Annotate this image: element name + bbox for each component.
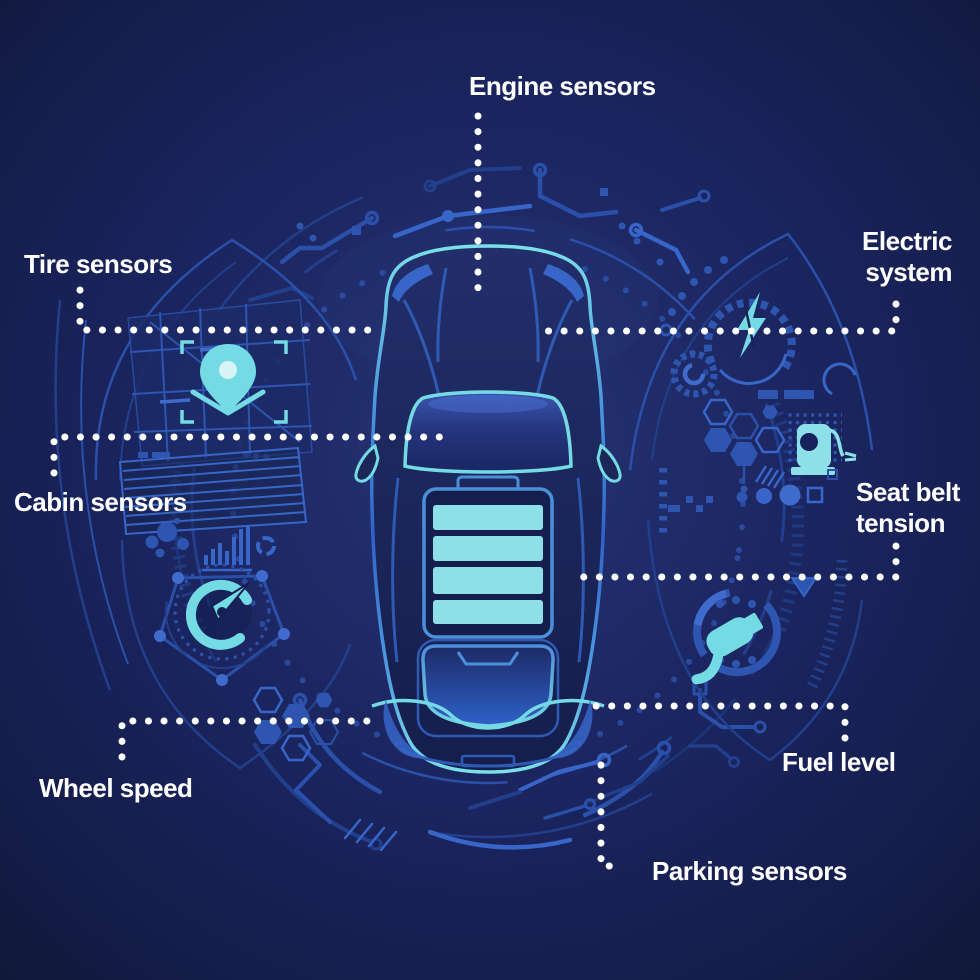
tick-column bbox=[659, 468, 667, 533]
top-circuit-traces bbox=[248, 162, 728, 337]
map-panel bbox=[127, 299, 313, 467]
pixel-blocks bbox=[668, 496, 713, 512]
leader-line-electric bbox=[537, 300, 900, 335]
label-seat-belt-tension: Seat belt tension bbox=[856, 477, 960, 538]
ev-plug-icon bbox=[691, 588, 781, 685]
molecule-icon bbox=[145, 518, 189, 558]
headlight-right bbox=[543, 264, 584, 302]
battery-indicator-icon bbox=[422, 475, 554, 639]
square-chip bbox=[806, 486, 824, 504]
label-engine-sensors: Engine sensors bbox=[469, 71, 656, 101]
arc-icon bbox=[822, 362, 858, 398]
target-brackets-icon bbox=[180, 340, 288, 424]
windshield bbox=[403, 390, 573, 474]
headlight-left bbox=[392, 264, 433, 302]
rear-window-detail bbox=[456, 651, 520, 666]
bar-chart-icon bbox=[202, 525, 252, 572]
leader-line-parking bbox=[597, 761, 627, 870]
hexagon-cluster-icon bbox=[702, 398, 786, 493]
dots-row bbox=[736, 484, 801, 506]
bottom-circuit-traces bbox=[253, 680, 767, 852]
speedometer-icon bbox=[154, 555, 290, 686]
c-ring-icon bbox=[682, 362, 706, 386]
left-panel bbox=[94, 238, 358, 770]
right-panel bbox=[628, 232, 874, 762]
louver-panel bbox=[118, 446, 308, 536]
segmented-ring-icon bbox=[670, 350, 718, 398]
square-chip bbox=[827, 469, 838, 480]
hatch-marks bbox=[754, 465, 786, 489]
mirror-left bbox=[354, 443, 380, 483]
lightning-icon bbox=[703, 292, 796, 385]
leader-line-seatbelt bbox=[574, 542, 900, 581]
leader-line-fuel bbox=[579, 702, 849, 742]
leader-lines bbox=[50, 112, 900, 870]
label-parking-sensors: Parking sensors bbox=[652, 856, 847, 886]
car-top-view bbox=[354, 244, 622, 774]
spinner-icon bbox=[256, 536, 276, 556]
rear-window bbox=[421, 644, 555, 728]
leader-line-tire bbox=[76, 286, 382, 334]
bar-chip bbox=[784, 390, 814, 399]
label-cabin-sensors: Cabin sensors bbox=[14, 487, 187, 517]
label-fuel-level: Fuel level bbox=[782, 747, 896, 777]
label-wheel-speed: Wheel speed bbox=[39, 773, 193, 803]
label-electric-system: Electric system bbox=[862, 226, 952, 287]
label-tire-sensors: Tire sensors bbox=[24, 249, 173, 279]
location-pin-icon bbox=[190, 344, 266, 416]
charging-station-icon bbox=[786, 412, 857, 475]
bar-chip bbox=[758, 390, 778, 399]
mirror-right bbox=[596, 443, 622, 483]
